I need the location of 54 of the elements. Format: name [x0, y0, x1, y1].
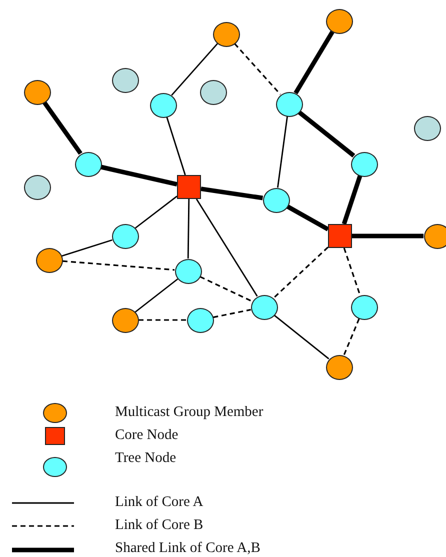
link-line	[298, 110, 356, 158]
tree-node	[276, 92, 302, 116]
link-line	[171, 43, 218, 96]
link-line	[196, 198, 258, 297]
link-line	[42, 101, 82, 155]
group-member-node	[326, 8, 352, 34]
link-line	[200, 186, 264, 200]
tree-node	[350, 294, 378, 320]
core-node	[177, 175, 201, 199]
link-line	[138, 319, 186, 321]
link-line	[294, 30, 334, 94]
link-line	[62, 260, 175, 271]
link-line	[274, 314, 330, 360]
group-member-node	[424, 224, 446, 248]
tree-node	[112, 224, 138, 248]
tree-node	[250, 294, 278, 320]
legend-label: Tree Node	[115, 449, 176, 467]
legend-label: Multicast Group Member	[115, 403, 264, 421]
unconnected-node	[24, 174, 50, 200]
unconnected-node	[414, 116, 440, 140]
tree-node	[350, 152, 378, 176]
unconnected-node	[112, 68, 138, 92]
legend-label: Shared Link of Core A,B	[115, 539, 260, 557]
link-line	[200, 276, 252, 302]
link-line	[277, 116, 288, 188]
link-line	[187, 199, 190, 258]
link-line	[272, 246, 329, 299]
tree-node	[74, 152, 102, 176]
legend-label: Link of Core B	[115, 516, 204, 534]
link-line	[213, 308, 251, 318]
core-node	[328, 224, 352, 248]
group-member-node	[212, 22, 240, 46]
link-line	[343, 318, 360, 356]
group-member-node	[24, 80, 50, 104]
group-member-node	[36, 248, 62, 272]
group-member-node	[112, 308, 138, 332]
group-member-node	[326, 354, 352, 380]
link-line	[134, 196, 178, 229]
unconnected-node	[200, 80, 226, 104]
tree-node	[174, 258, 202, 284]
tree-node	[150, 92, 176, 118]
link-line	[134, 278, 178, 313]
tree-node	[186, 308, 214, 332]
legend-label: Core Node	[115, 426, 178, 444]
link-line	[352, 234, 424, 238]
link-line	[234, 43, 281, 95]
link-line	[100, 164, 178, 186]
link-line	[286, 204, 330, 232]
link-line	[166, 116, 186, 176]
link-line	[62, 239, 112, 257]
link-line	[342, 175, 362, 225]
legend-label: Link of Core A	[115, 493, 204, 511]
link-line	[343, 248, 361, 296]
tree-node	[262, 188, 290, 212]
